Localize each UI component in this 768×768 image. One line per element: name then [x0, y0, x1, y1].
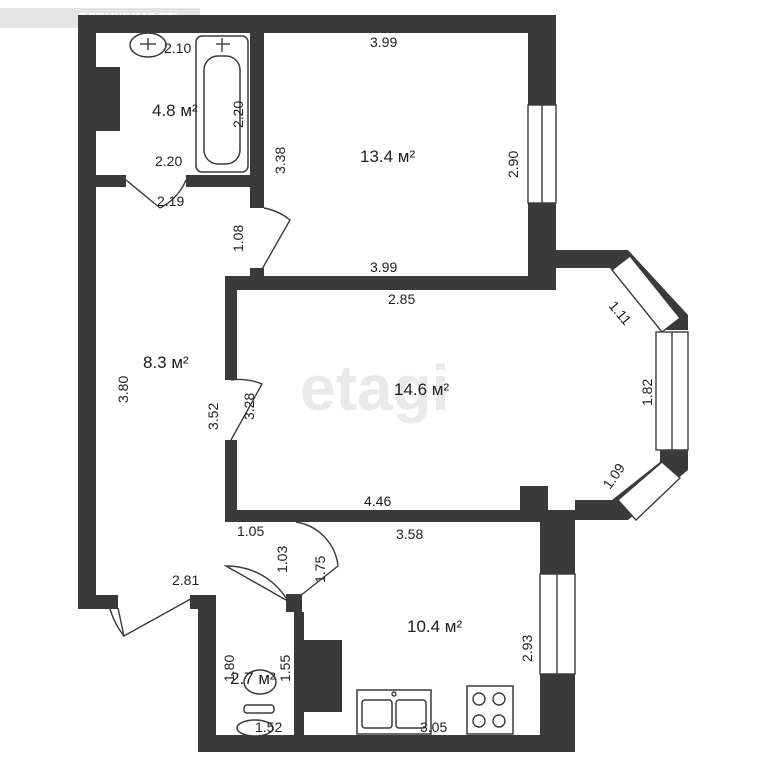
wall-hall-bottom-stub — [190, 595, 216, 609]
bath-niche — [96, 67, 120, 131]
wall-bath-bottom-right — [186, 175, 264, 187]
door-bedroom — [256, 207, 291, 279]
wall-bedroom-living — [225, 276, 556, 290]
dim-bath-top: 2.10 — [164, 40, 191, 56]
door-kitchen — [295, 521, 339, 597]
dim-toilet-door: 1.03 — [274, 546, 290, 573]
dim-bath-tub: 2.20 — [230, 101, 246, 128]
dim-living-door: 3.28 — [241, 393, 257, 420]
dim-bath-left-wall: 3.38 — [272, 147, 288, 174]
room-area-hallway: 8.3 м² — [143, 353, 189, 372]
wall-bath-right — [250, 33, 264, 208]
dim-living-top: 2.85 — [388, 291, 415, 307]
wall-toilet-door-stub — [286, 594, 302, 612]
dim-bath-door: 2.19 — [157, 193, 184, 209]
dim-living-bay-top: 1.11 — [606, 298, 635, 329]
dim-bedroom-right: 2.90 — [505, 151, 521, 178]
stove — [466, 685, 514, 735]
room-area-kitchen: 10.4 м² — [407, 617, 462, 636]
dim-toilet-left: 1.80 — [221, 655, 237, 682]
shaft — [302, 640, 342, 712]
wall-bedroom-right-upper — [528, 15, 556, 105]
dim-living-bay-middle: 1.82 — [639, 379, 655, 406]
wall-living-left-lower — [225, 440, 237, 520]
dim-living-left: 3.52 — [205, 403, 221, 430]
wall-left — [78, 15, 96, 608]
dim-toilet-right: 1.55 — [277, 655, 293, 682]
wall-bath-bottom-left — [96, 175, 126, 187]
toilet-bowl — [243, 669, 277, 695]
dim-kitchen-bottom: 3.05 — [420, 719, 447, 735]
dim-toilet-bottom: 1.52 — [255, 719, 282, 735]
dim-kitchen-top: 3.58 — [396, 526, 423, 542]
room-area-bedroom: 13.4 м² — [360, 147, 415, 166]
dim-kitchen-door: 1.75 — [312, 556, 328, 583]
dim-living-bay-bottom: 1.09 — [599, 460, 628, 492]
watermark-center-text: etagi — [300, 352, 449, 424]
window-bay-top — [611, 255, 681, 333]
dim-living-bottom: 4.46 — [364, 493, 391, 509]
door-toilet — [223, 565, 287, 601]
dim-bath-bottom: 2.20 — [155, 153, 182, 169]
wall-toilet-left — [198, 595, 216, 752]
door-entrance — [117, 595, 197, 638]
dim-kitchen-right: 2.93 — [519, 635, 535, 662]
wall-toilet-right — [294, 612, 304, 736]
room-area-living-room: 14.6 м² — [394, 380, 449, 399]
dim-hall-bottom: 2.81 — [172, 572, 199, 588]
pillar — [520, 486, 548, 514]
wall-hall-bottom-left — [78, 595, 118, 609]
dim-hall-bottom-right: 1.05 — [237, 523, 264, 539]
dim-hall-left: 3.80 — [115, 376, 131, 403]
door-bath — [125, 179, 161, 209]
dim-bedroom-bottom: 3.99 — [370, 259, 397, 275]
wall-living-kitchen — [225, 510, 575, 522]
wall-bedroom-right-lower — [528, 203, 556, 278]
wall-kitchen-right-upper — [540, 510, 575, 574]
wall-living-left-upper — [225, 284, 237, 380]
dim-bedroom-top: 3.99 — [370, 34, 397, 50]
room-area-bathroom: 4.8 м² — [152, 101, 198, 120]
wall-top — [78, 15, 556, 33]
wall-bottom — [198, 735, 575, 752]
room-area-toilet: 2.7 м² — [230, 669, 276, 688]
door-living — [230, 378, 263, 441]
window-bay-bottom — [617, 461, 682, 522]
dim-bedroom-door: 1.08 — [230, 225, 246, 252]
